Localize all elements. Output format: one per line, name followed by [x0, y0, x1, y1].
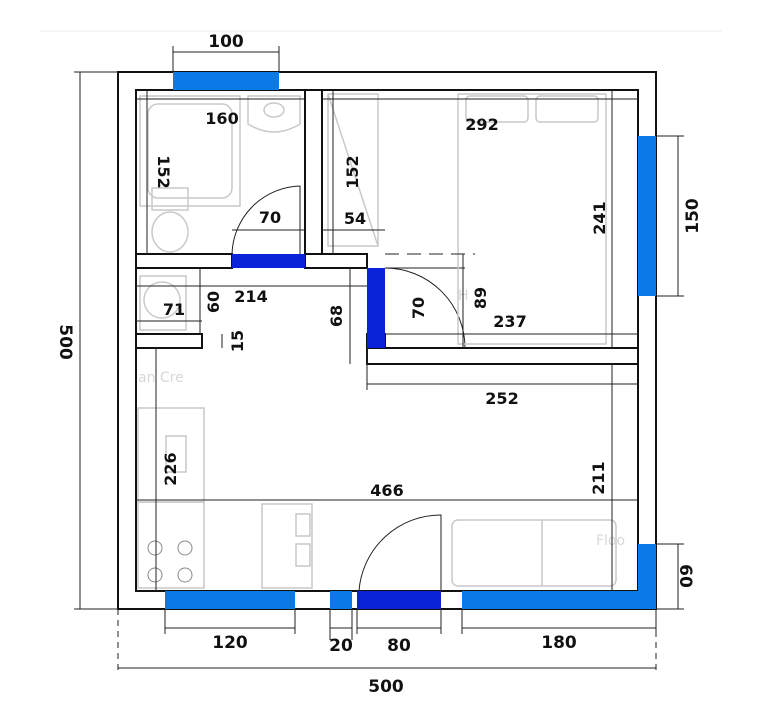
dim-wc-gap: 15 — [228, 330, 247, 352]
faint-label-kitchen: an Cre — [138, 370, 184, 386]
dim-shower-height: 152 — [343, 155, 362, 188]
bottom-window-small — [330, 591, 352, 609]
dim-top-window: 100 — [208, 32, 244, 52]
dim-bed-height: 241 — [590, 201, 609, 234]
dim-kitchen-height: 226 — [161, 452, 180, 485]
bath-bottom-wall-right — [304, 253, 368, 269]
dim-bed-width: 292 — [465, 115, 498, 134]
dim-living-width: 252 — [485, 389, 518, 408]
dim-bed-inner: 237 — [493, 312, 526, 331]
dim-bottom-door: 80 — [387, 636, 411, 656]
dim-bottom-total: 500 — [368, 677, 404, 697]
dim-bottom-window-left: 120 — [212, 633, 248, 653]
dim-corridor: 214 — [234, 287, 267, 306]
dim-bottom-small: 20 — [329, 636, 353, 656]
entrance-door — [357, 591, 441, 609]
dim-bed-door: 70 — [409, 297, 428, 319]
dimension-lines — [74, 46, 684, 674]
bedroom-door — [367, 268, 385, 348]
bath-bottom-wall — [135, 253, 233, 269]
wc-bottom-wall — [135, 333, 203, 349]
dim-shower-width: 54 — [344, 209, 366, 228]
dim-bath-door: 70 — [259, 208, 281, 227]
bath-shower-partition — [304, 89, 323, 255]
furniture: H an Cre Floo — [137, 93, 625, 589]
bottom-window-right — [462, 591, 656, 609]
walls — [117, 71, 657, 610]
dim-left-total: 500 — [55, 324, 75, 360]
faint-label-sofa: Floo — [596, 533, 625, 549]
dim-corner-window: 60 — [675, 564, 695, 588]
bottom-window-left — [165, 591, 295, 609]
top-window — [173, 72, 279, 90]
dim-right-window: 150 — [683, 198, 703, 234]
dim-wc-height: 60 — [204, 291, 223, 313]
dim-total-inner: 466 — [370, 481, 403, 500]
bedroom-bottom-wall — [366, 347, 639, 365]
dim-bottom-window-right: 180 — [541, 633, 577, 653]
dimension-labels: 100 160 152 70 152 54 292 241 150 214 71… — [55, 32, 703, 697]
dim-wc-width: 71 — [163, 300, 185, 319]
dim-step: 68 — [327, 305, 346, 327]
dim-bed-depth: 89 — [471, 287, 490, 309]
dim-living-height: 211 — [589, 461, 608, 494]
dim-bath-width: 160 — [205, 109, 238, 128]
outer-wall — [117, 71, 657, 610]
bath-door — [232, 254, 305, 268]
openings — [165, 72, 656, 609]
right-window — [638, 136, 656, 296]
dim-bath-height: 152 — [154, 155, 173, 188]
